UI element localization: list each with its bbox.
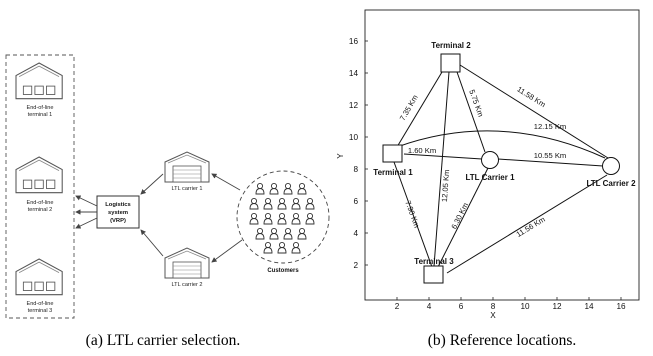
dist-6-30: 6.30 Km xyxy=(449,201,470,230)
edge-c2-t3 xyxy=(446,174,608,274)
terminal-3-node xyxy=(423,265,444,284)
terminal-3-label: Terminal 3 xyxy=(414,257,454,266)
dist-12-05: 12.05 Km xyxy=(440,169,451,202)
dist-10-55: 10.55 Km xyxy=(534,151,567,160)
edge-t2-c1 xyxy=(456,71,486,153)
terminal-1-label-line2: terminal 1 xyxy=(28,112,53,118)
y-axis-label: Y xyxy=(336,153,345,159)
y-tick-6: 6 xyxy=(353,197,358,206)
arrow-to-terminal-1 xyxy=(75,195,98,207)
left-panel: End-of-line terminal 1 End-of-line termi… xyxy=(5,54,330,349)
caption-a: (a) LTL carrier selection. xyxy=(86,332,241,349)
arrow-carrier1-to-logistics xyxy=(140,173,164,195)
x-tick-8: 8 xyxy=(491,302,496,311)
terminal-1-warehouse: End-of-line terminal 1 xyxy=(15,62,63,118)
x-tick-6: 6 xyxy=(459,302,464,311)
ltl-carrier-2-label-right: LTL Carrier 2 xyxy=(586,179,636,188)
terminal-2-label-line1: End-of-line xyxy=(26,200,53,206)
terminal-1-label-line1: End-of-line xyxy=(26,105,53,111)
edge-t2-t3 xyxy=(433,71,450,267)
dist-1-60: 1.60 Km xyxy=(408,146,436,155)
ltl-carrier-1-warehouse: LTL carrier 1 xyxy=(164,151,210,192)
x-tick-12: 12 xyxy=(552,302,562,311)
terminals-dashed-box xyxy=(5,54,75,319)
logistics-line1: Logistics xyxy=(105,202,130,208)
y-tick-4: 4 xyxy=(353,229,358,238)
edges xyxy=(393,64,609,274)
terminal-2-label: Terminal 2 xyxy=(431,41,471,50)
edge-t1-c1 xyxy=(403,153,483,160)
terminal-3-label-line1: End-of-line xyxy=(26,301,53,307)
y-tick-16: 16 xyxy=(349,37,359,46)
logistics-line2: system xyxy=(108,210,128,216)
y-tick-14: 14 xyxy=(349,69,359,78)
edge-c1-t3 xyxy=(437,167,489,268)
x-tick-10: 10 xyxy=(520,302,530,311)
ltl-carrier-2-node xyxy=(602,157,620,175)
logistics-system-box: Logistics system (VRP) xyxy=(96,195,140,229)
dist-12-15: 12.15 Km xyxy=(534,122,567,131)
dist-5-75: 5.75 Km xyxy=(467,88,485,118)
x-tick-14: 14 xyxy=(584,302,594,311)
arrow-customers-to-carrier2 xyxy=(211,239,243,263)
ltl-carrier-1-node xyxy=(481,151,499,169)
y-tick-10: 10 xyxy=(349,133,359,142)
x-ticks: 2 4 6 8 10 12 14 16 xyxy=(395,297,626,311)
terminal-2-warehouse: End-of-line terminal 2 xyxy=(15,156,63,213)
x-axis-label: X xyxy=(490,311,496,320)
customers-label: Customers xyxy=(267,268,299,274)
customers-group xyxy=(236,170,330,264)
terminal-3-label-line2: terminal 3 xyxy=(28,308,53,314)
edge-c1-c2 xyxy=(497,158,604,167)
x-tick-16: 16 xyxy=(616,302,626,311)
edge-t2-c2 xyxy=(459,64,609,159)
plot-frame xyxy=(364,9,640,301)
terminal-1-node xyxy=(382,144,403,163)
logistics-line3: (VRP) xyxy=(110,218,126,224)
dist-11-56: 11.56 Km xyxy=(515,215,547,239)
edge-t1-c2-curve xyxy=(396,130,606,159)
ltl-carrier-1-label-right: LTL Carrier 1 xyxy=(465,173,515,182)
x-tick-2: 2 xyxy=(395,302,400,311)
edge-t1-t3 xyxy=(393,161,433,268)
caption-b: (b) Reference locations. xyxy=(428,332,576,349)
terminal-3-warehouse: End-of-line terminal 3 xyxy=(15,258,63,314)
arrow-carrier2-to-logistics xyxy=(140,229,164,257)
ltl-carrier-1-label: LTL carrier 1 xyxy=(171,186,202,192)
ltl-carrier-2-warehouse: LTL carrier 2 xyxy=(164,247,210,288)
y-ticks: 2 4 6 8 10 12 14 16 xyxy=(349,37,368,270)
dist-11-58: 11.58 Km xyxy=(515,85,547,110)
y-tick-8: 8 xyxy=(353,165,358,174)
right-panel: 2 4 6 8 10 12 14 16 X 2 4 6 8 10 12 14 xyxy=(336,9,640,349)
dist-7-90: 7.90 Km xyxy=(403,199,421,229)
dist-7-35: 7.35 Km xyxy=(398,93,420,122)
arrow-customers-to-carrier1 xyxy=(211,173,241,191)
x-tick-4: 4 xyxy=(427,302,432,311)
y-tick-12: 12 xyxy=(349,101,359,110)
edge-t1-t2 xyxy=(396,71,443,148)
arrow-to-terminal-3 xyxy=(75,217,98,229)
terminal-1-label: Terminal 1 xyxy=(373,168,413,177)
terminal-2-node xyxy=(440,53,461,73)
terminal-2-label-line2: terminal 2 xyxy=(28,207,53,213)
y-tick-2: 2 xyxy=(353,261,358,270)
ltl-carrier-2-label: LTL carrier 2 xyxy=(171,282,202,288)
